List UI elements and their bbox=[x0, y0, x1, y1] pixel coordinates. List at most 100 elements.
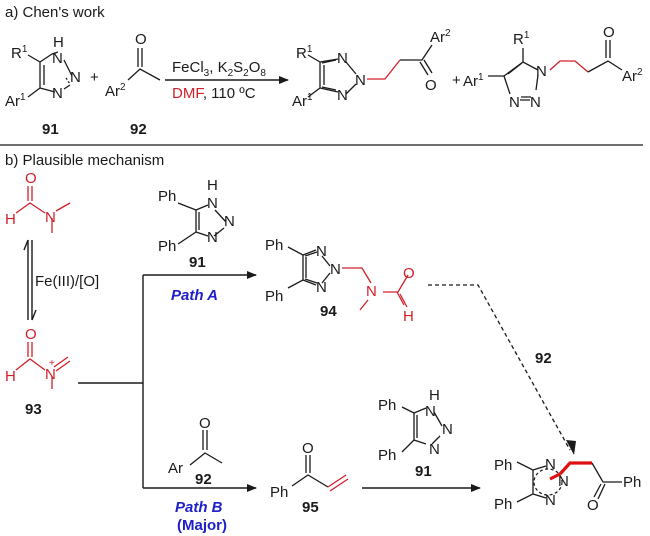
dashed-arrow bbox=[428, 284, 571, 451]
atom-n: N bbox=[52, 50, 63, 67]
atom-n: N bbox=[316, 243, 327, 260]
phenyl: Ph bbox=[265, 288, 283, 305]
atom-n: N bbox=[545, 456, 556, 473]
atom-n: N bbox=[45, 209, 56, 226]
path-a-label: Path A bbox=[171, 287, 218, 304]
path-b-reagent-92: O Ar 92 bbox=[168, 415, 223, 488]
product-n2-isomer: N N N O Ar2 R1 Ar1 bbox=[292, 28, 451, 110]
atom-h: H bbox=[53, 34, 64, 51]
compound-label-91: 91 bbox=[42, 121, 59, 138]
phenyl: Ph bbox=[378, 397, 396, 414]
r-group: R bbox=[513, 31, 524, 48]
r-group: R bbox=[296, 45, 307, 62]
plus-sign: + bbox=[90, 69, 99, 86]
compound-label-94: 94 bbox=[320, 303, 337, 320]
path-b-label: Path B bbox=[175, 499, 223, 516]
atom-h: H bbox=[207, 177, 218, 194]
phenyl: Ph bbox=[158, 238, 176, 255]
phenyl: Ph bbox=[494, 457, 512, 474]
atom-n: N bbox=[337, 50, 348, 67]
reagent-top: FeCl3, K2S2O8 bbox=[172, 59, 266, 79]
atom-n: N bbox=[316, 279, 327, 296]
atom-o: O bbox=[25, 170, 37, 187]
product-n1-isomer: N N N O Ar2 R1 Ar1 bbox=[463, 24, 643, 111]
phenyl: Ph bbox=[378, 447, 396, 464]
phenyl: Ph bbox=[494, 496, 512, 513]
atom-n: N bbox=[429, 441, 440, 458]
atom-n: N bbox=[70, 69, 81, 86]
svg-text:Ar1: Ar1 bbox=[5, 92, 26, 110]
atom-n: N bbox=[337, 87, 348, 104]
path-a-reagent-91: H N N N Ph Ph 91 bbox=[158, 177, 235, 271]
svg-text:R1: R1 bbox=[296, 44, 313, 62]
phenyl: Ph bbox=[265, 237, 283, 254]
ar-group: Ar bbox=[622, 68, 637, 85]
step-reagent-91: H N N N Ph Ph 91 bbox=[378, 387, 453, 480]
atom-n: N bbox=[558, 473, 569, 490]
compound-label-92: 92 bbox=[130, 121, 147, 138]
atom-n: N bbox=[442, 421, 453, 438]
compound-91-generic: H N N N R1 Ar1 91 bbox=[5, 34, 81, 138]
compound-92-generic: O Ar2 92 bbox=[105, 31, 161, 138]
atom-n: N bbox=[52, 85, 63, 102]
atom-h: H bbox=[429, 387, 440, 404]
atom-o: O bbox=[587, 497, 599, 514]
atom-h: H bbox=[5, 368, 16, 385]
phenyl: Ph bbox=[623, 474, 641, 491]
final-product: N N N O Ph Ph Ph bbox=[494, 456, 641, 514]
r-group: R bbox=[11, 45, 22, 62]
reagent-bottom: DMF, 110 ºC bbox=[172, 85, 256, 102]
svg-text:R1: R1 bbox=[11, 44, 28, 62]
positive-charge: + bbox=[49, 358, 55, 369]
svg-text:Ar1: Ar1 bbox=[292, 92, 313, 110]
dashed-arrow-head bbox=[566, 440, 576, 455]
atom-n: N bbox=[425, 403, 436, 420]
atom-n: N bbox=[207, 229, 218, 246]
equilibrium-label: Fe(III)/[O] bbox=[35, 273, 99, 290]
compound-93-iminium: O H N + 93 bbox=[5, 326, 71, 418]
ar-group: Ar bbox=[168, 460, 183, 477]
svg-text:Ar1: Ar1 bbox=[463, 72, 484, 90]
atom-n: N bbox=[366, 283, 377, 300]
atom-h: H bbox=[5, 211, 16, 228]
section-a-title: a) Chen's work bbox=[5, 4, 105, 21]
compound-label-93: 93 bbox=[25, 401, 42, 418]
atom-n: N bbox=[207, 195, 218, 212]
compound-label-91: 91 bbox=[189, 254, 206, 271]
atom-n: N bbox=[536, 63, 547, 80]
new-bond-highlight bbox=[549, 461, 592, 481]
atom-o: O bbox=[135, 31, 147, 48]
compound-95-enone: O Ph 95 bbox=[270, 440, 349, 516]
ar-group: Ar bbox=[463, 73, 478, 90]
atom-n: N bbox=[330, 261, 341, 278]
phenyl: Ph bbox=[158, 188, 176, 205]
aromatic-ring-dashes bbox=[533, 468, 563, 496]
ar-group: Ar bbox=[292, 93, 307, 110]
atom-n: N bbox=[545, 492, 556, 509]
branch-connector bbox=[78, 271, 257, 492]
path-b-sublabel: (Major) bbox=[177, 517, 227, 534]
svg-text:Ar2: Ar2 bbox=[105, 82, 126, 100]
ar-group: Ar bbox=[430, 29, 445, 46]
phenyl: Ph bbox=[270, 484, 288, 501]
atom-o: O bbox=[199, 415, 211, 432]
atom-n: N bbox=[355, 72, 366, 89]
atom-h: H bbox=[403, 308, 414, 325]
dmf-label: DMF bbox=[172, 85, 204, 102]
compound-label-91: 91 bbox=[415, 463, 432, 480]
ar-group: Ar bbox=[105, 83, 120, 100]
atom-o: O bbox=[603, 24, 615, 41]
svg-text:R1: R1 bbox=[513, 30, 530, 48]
svg-text:Ar2: Ar2 bbox=[622, 67, 643, 85]
atom-o: O bbox=[302, 440, 314, 457]
dmf-molecule: O H N bbox=[5, 170, 71, 233]
atom-o: O bbox=[425, 77, 437, 94]
equilibrium-arrows bbox=[23, 239, 37, 321]
atom-n: N bbox=[530, 94, 541, 111]
atom-o: O bbox=[403, 265, 415, 282]
section-b-title: b) Plausible mechanism bbox=[5, 152, 164, 169]
plus-sign: + bbox=[452, 72, 461, 89]
dashed-arrow-label-92: 92 bbox=[535, 350, 552, 367]
compound-label-92: 92 bbox=[195, 471, 212, 488]
